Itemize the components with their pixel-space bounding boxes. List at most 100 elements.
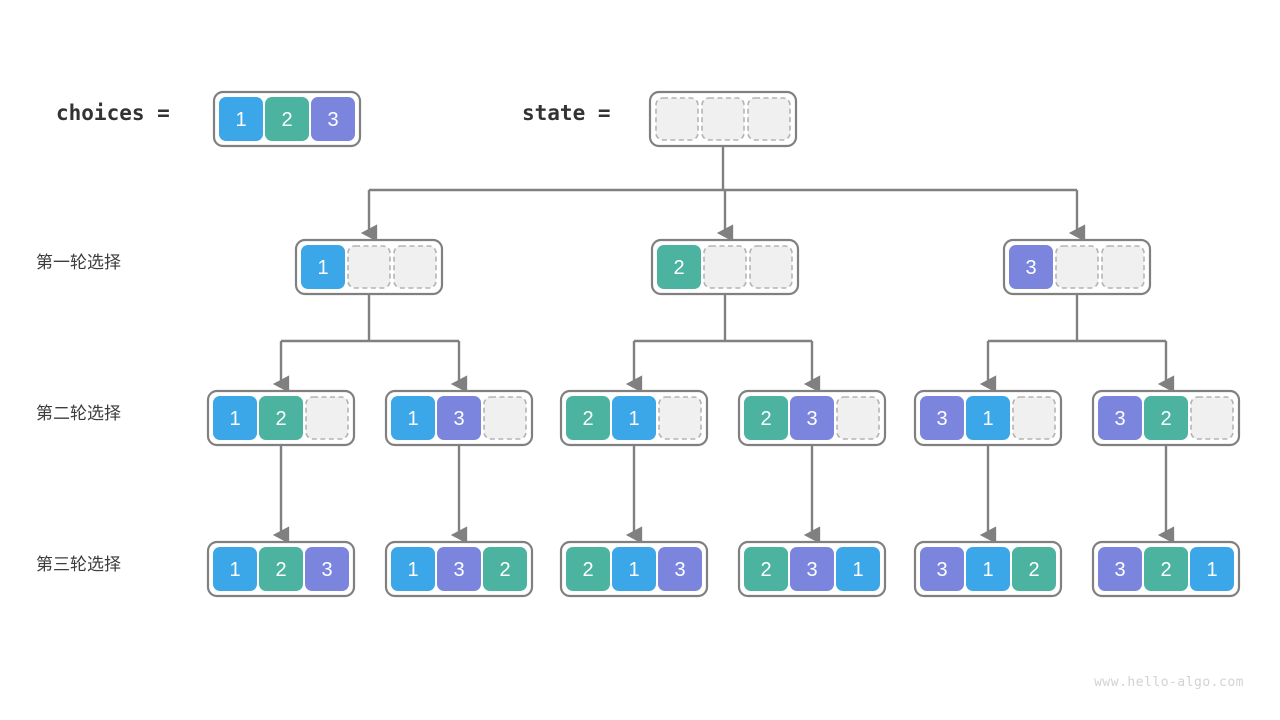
- array-cell-filled: [612, 547, 656, 591]
- array-cell-value: 3: [936, 559, 947, 581]
- branch-n1-to-level2: [272, 294, 468, 393]
- array-cell-empty: [1055, 245, 1099, 289]
- array-cell-value: 3: [1025, 257, 1036, 279]
- array-cell-value: 2: [673, 257, 684, 279]
- array-cell-empty: [305, 396, 349, 440]
- array-cell-value: 1: [1206, 559, 1217, 581]
- array-cell-filled: [966, 396, 1010, 440]
- array-cell-filled: [1144, 396, 1188, 440]
- array-cell-filled: [966, 547, 1010, 591]
- array-cell-value: 3: [674, 559, 685, 581]
- connector-layer: [272, 146, 1175, 544]
- array-cell-empty: [1190, 396, 1234, 440]
- array-cell-value: 1: [628, 559, 639, 581]
- array-cell-value: 1: [982, 408, 993, 430]
- array-cell-value: 2: [275, 559, 286, 581]
- row-label-round-1: 第一轮选择: [36, 253, 121, 272]
- array-cell-filled: [311, 97, 355, 141]
- array-cell-filled: [1012, 547, 1056, 591]
- array-cell-filled: [437, 547, 481, 591]
- array-cell-value: 2: [281, 109, 292, 131]
- array-cell-filled: [657, 245, 701, 289]
- array-cell-filled: [391, 547, 435, 591]
- branch-n3-to-level2: [979, 294, 1175, 393]
- array-cell-filled: [483, 547, 527, 591]
- array-cell-value: 3: [453, 408, 464, 430]
- array-cell-value: 2: [1028, 559, 1039, 581]
- level3-array-n312: 3 1 2: [913, 540, 1063, 598]
- array-cell-filled: [790, 547, 834, 591]
- array-cell-empty: [749, 245, 793, 289]
- array-cell-value: 2: [1160, 408, 1171, 430]
- array-cell-value: 1: [852, 559, 863, 581]
- array-cell-filled: [1098, 547, 1142, 591]
- array-cell-value: 3: [936, 408, 947, 430]
- array-cell-filled: [658, 547, 702, 591]
- array-cell-filled: [1144, 547, 1188, 591]
- array-cell-filled: [301, 245, 345, 289]
- array-cell-filled: [612, 396, 656, 440]
- array-cell-value: 1: [229, 559, 240, 581]
- array-cell-filled: [437, 396, 481, 440]
- level1-array-n1: 1: [294, 238, 444, 296]
- array-cell-filled: [1190, 547, 1234, 591]
- watermark: www.hello-algo.com: [1094, 675, 1244, 690]
- array-cell-value: 2: [760, 408, 771, 430]
- level1-array-n2: 2: [650, 238, 800, 296]
- array-cell-value: 1: [235, 109, 246, 131]
- row-label-round-3: 第三轮选择: [36, 555, 121, 574]
- array-cell-value: 3: [1114, 408, 1125, 430]
- array-cell-empty: [658, 396, 702, 440]
- array-cell-value: 1: [407, 559, 418, 581]
- array-cell-empty: [347, 245, 391, 289]
- array-cell-value: 1: [982, 559, 993, 581]
- array-cell-empty: [836, 396, 880, 440]
- array-cell-filled: [566, 547, 610, 591]
- array-cell-value: 2: [499, 559, 510, 581]
- array-cell-filled: [213, 396, 257, 440]
- array-cell-filled: [1009, 245, 1053, 289]
- array-cell-value: 3: [321, 559, 332, 581]
- branch-n2-to-level2: [625, 294, 821, 393]
- array-cell-filled: [920, 547, 964, 591]
- array-cell-value: 1: [628, 408, 639, 430]
- array-cell-value: 3: [806, 559, 817, 581]
- choices-label: choices =: [56, 101, 170, 125]
- branch-root-to-level1: [360, 146, 1086, 242]
- array-cell-value: 2: [582, 559, 593, 581]
- array-cell-empty: [701, 97, 745, 141]
- array-cell-value: 1: [229, 408, 240, 430]
- array-cell-filled: [219, 97, 263, 141]
- array-cell-value: 2: [582, 408, 593, 430]
- array-cell-value: 1: [407, 408, 418, 430]
- array-cell-filled: [566, 396, 610, 440]
- array-cell-empty: [747, 97, 791, 141]
- array-cell-filled: [213, 547, 257, 591]
- array-cell-value: 2: [760, 559, 771, 581]
- level3-array-n321: 3 2 1: [1091, 540, 1241, 598]
- array-cell-value: 2: [1160, 559, 1171, 581]
- array-cell-value: 1: [317, 257, 328, 279]
- array-cell-filled: [790, 396, 834, 440]
- array-cell-value: 3: [1114, 559, 1125, 581]
- array-cell-filled: [1098, 396, 1142, 440]
- array-cell-empty: [703, 245, 747, 289]
- array-cell-value: 3: [327, 109, 338, 131]
- array-cell-filled: [259, 396, 303, 440]
- level3-array-n123: 1 2 3: [206, 540, 356, 598]
- array-cell-filled: [259, 547, 303, 591]
- level3-array-n231: 2 3 1: [737, 540, 887, 598]
- array-cell-empty: [483, 396, 527, 440]
- state-array: [648, 90, 798, 148]
- array-cell-value: 2: [275, 408, 286, 430]
- state-label: state =: [522, 101, 611, 125]
- array-cell-empty: [1012, 396, 1056, 440]
- level3-array-n213: 2 1 3: [559, 540, 709, 598]
- array-cell-empty: [1101, 245, 1145, 289]
